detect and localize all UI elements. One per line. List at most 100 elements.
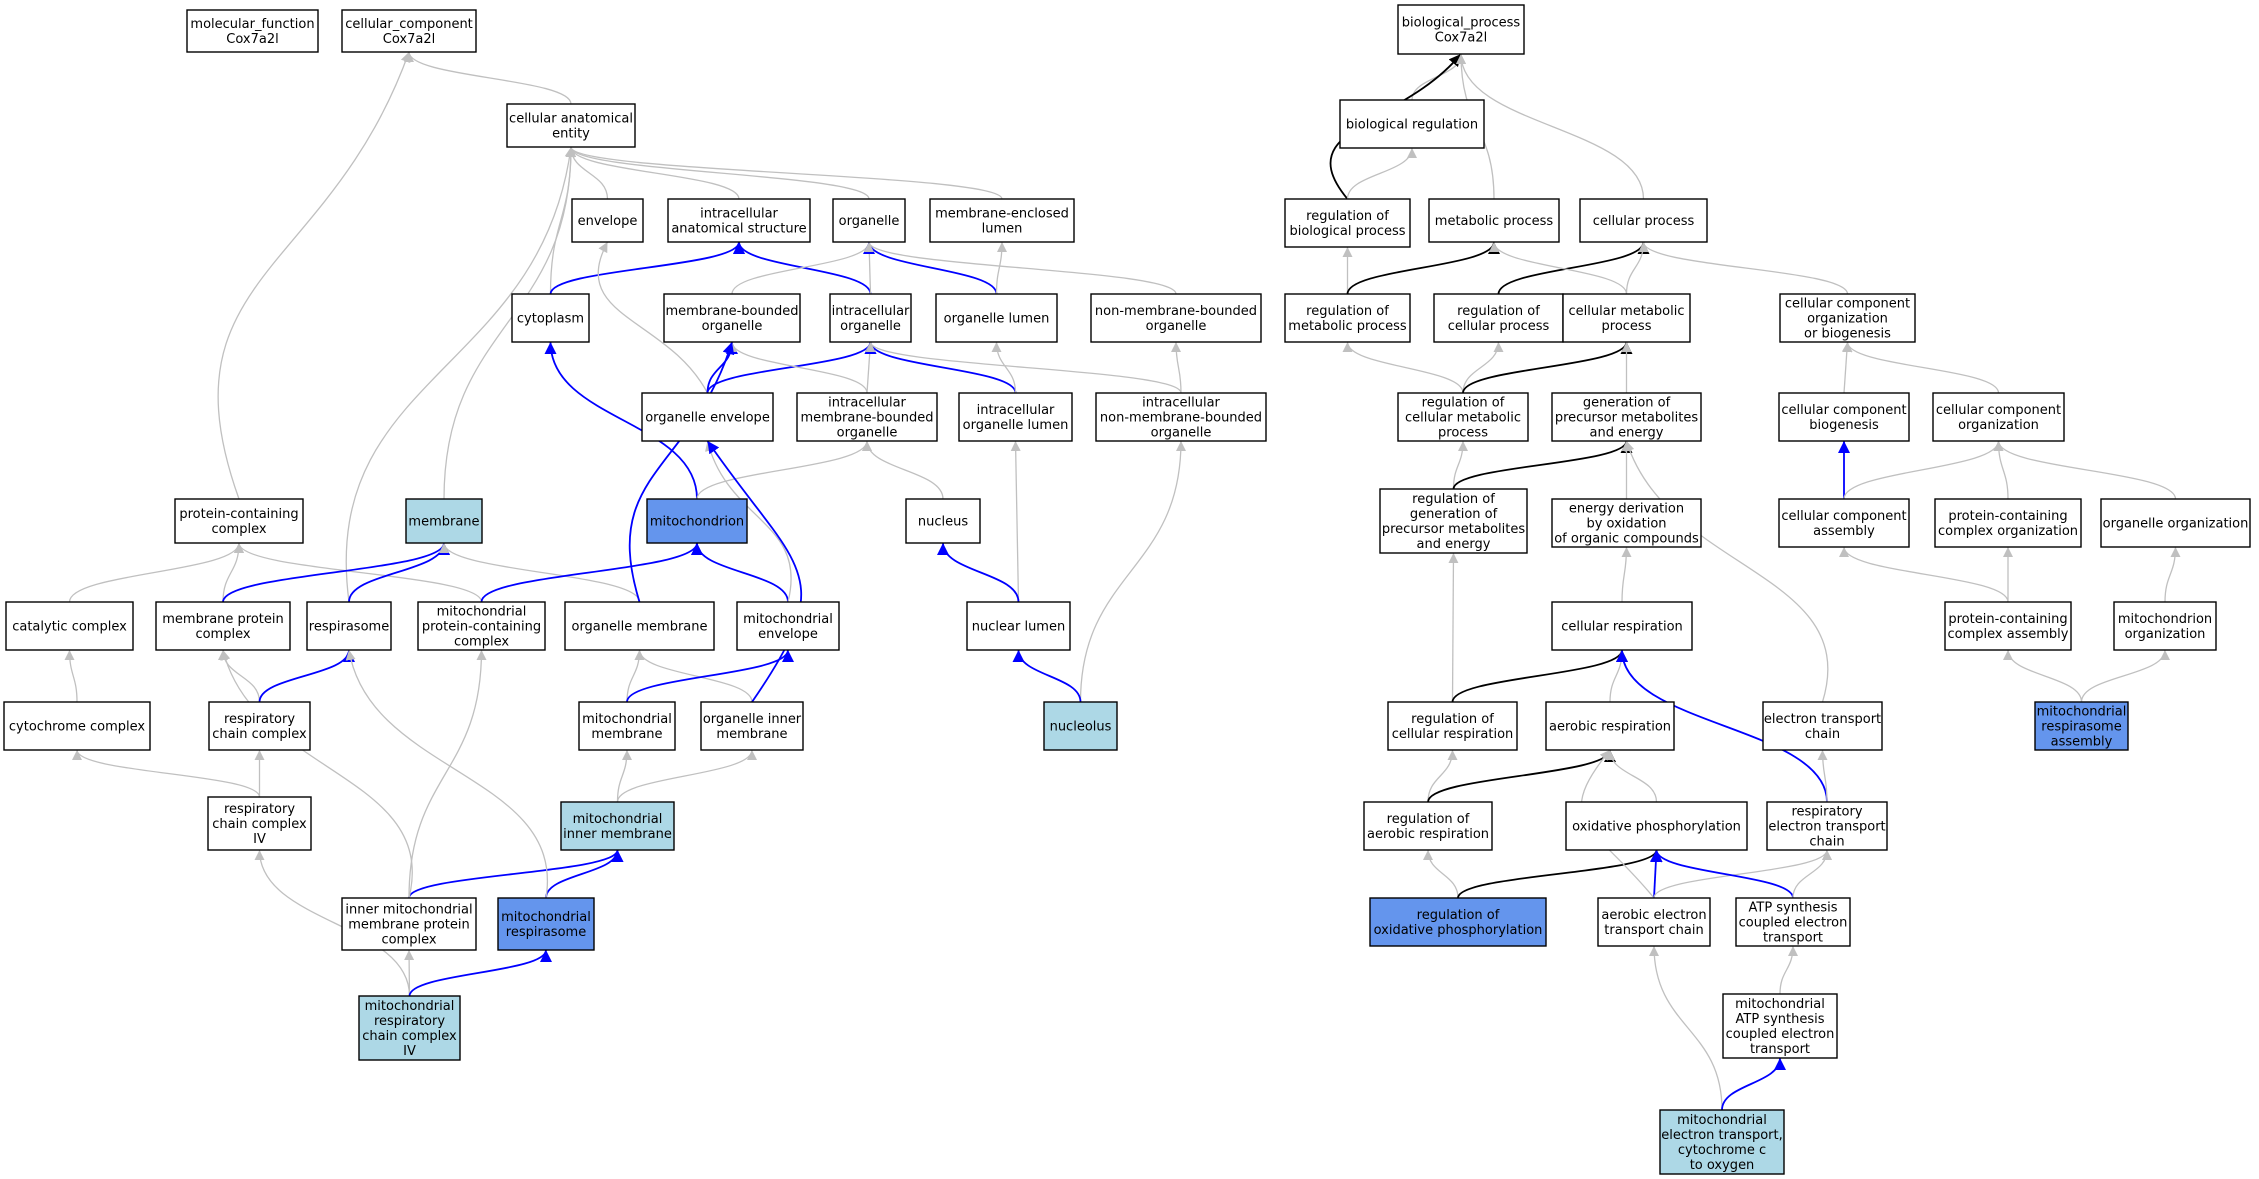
node-aerobic-respiration[interactable]: aerobic respiration xyxy=(1545,701,1675,751)
edge-is-a-mitochondrial-respiratory-chain-complex-iv-to-respiratory-chain-complex-iv xyxy=(254,849,411,997)
edge-is-a-intracellular-anatomical-structure-to-cellular-anatomical-entity xyxy=(566,146,740,200)
edge-is-a-oxidative-phosphorylation-to-aerobic-respiration xyxy=(1605,749,1658,803)
node-cellular-process[interactable]: cellular process xyxy=(1579,198,1708,243)
node-label-line: mitochondrial xyxy=(2037,705,2127,720)
node-label-line: transport chain xyxy=(1604,923,1703,938)
node-label-line: aerobic respiration xyxy=(1549,720,1671,735)
node-organelle-lumen[interactable]: organelle lumen xyxy=(935,293,1058,343)
node-organelle-envelope[interactable]: organelle envelope xyxy=(641,392,774,442)
node-label-line: non-membrane-bounded xyxy=(1095,304,1257,319)
node-cellular-respiration[interactable]: cellular respiration xyxy=(1551,601,1693,651)
node-label-line: regulation of xyxy=(1306,304,1389,319)
edge-regulates-regulation-of-oxidative-phosphorylation-to-oxidative-phosphorylation xyxy=(1457,849,1663,899)
node-label-line: regulation of xyxy=(1411,712,1494,727)
node-box xyxy=(174,498,304,544)
node-nuclear-lumen[interactable]: nuclear lumen xyxy=(966,601,1071,651)
node-box xyxy=(1433,293,1564,343)
node-organelle-organization[interactable]: organelle organization xyxy=(2100,498,2251,548)
node-envelope[interactable]: envelope xyxy=(571,198,644,243)
edge-is-a-membrane-to-cellular-anatomical-entity xyxy=(443,146,576,500)
edge-is-a-nuclear-lumen-to-intracellular-organelle-lumen xyxy=(1010,440,1021,603)
node-box xyxy=(1090,293,1262,343)
node-respirasome[interactable]: respirasome xyxy=(306,601,392,651)
node-box xyxy=(1339,99,1485,149)
edge-is-a-inner-mitochondrial-membrane-protein-complex-to-mitochondrial-protein-containing-complex xyxy=(408,649,487,899)
node-oxidative-phosphorylation[interactable]: oxidative phosphorylation xyxy=(1565,801,1748,851)
node-box xyxy=(1944,601,2072,651)
node-box xyxy=(1387,701,1518,751)
node-box xyxy=(663,293,801,343)
node-intracellular-non-membrane-bounded-organelle[interactable]: intracellularnon-membrane-boundedorganel… xyxy=(1095,392,1267,442)
node-label-line: organelle lumen xyxy=(944,312,1050,327)
node-membrane[interactable]: membrane xyxy=(405,498,483,544)
node-label-line: cellular process xyxy=(1448,319,1550,334)
node-cytochrome-complex[interactable]: cytochrome complex xyxy=(3,701,151,751)
node-nucleus[interactable]: nucleus xyxy=(905,498,981,544)
edge-is-a-mitochondrial-respirasome-to-respirasome xyxy=(345,649,549,899)
edge-part-of-mitochondrial-membrane-to-mitochondrial-envelope xyxy=(626,649,794,703)
node-organelle-membrane[interactable]: organelle membrane xyxy=(564,601,715,651)
node-cytoplasm[interactable]: cytoplasm xyxy=(511,293,590,343)
edge-is-a-cytochrome-complex-to-catalytic-complex xyxy=(64,649,78,703)
node-label-line: IV xyxy=(253,832,266,847)
node-organelle[interactable]: organelle xyxy=(832,198,906,243)
node-nucleolus[interactable]: nucleolus xyxy=(1043,701,1118,751)
edge-is-a-nucleolus-to-intracellular-non-membrane-bounded-organelle xyxy=(1079,440,1186,703)
node-mitochondrion[interactable]: mitochondrion xyxy=(646,498,748,544)
node-label-line: electron transport xyxy=(1768,820,1885,835)
node-biological-regulation[interactable]: biological regulation xyxy=(1339,99,1485,149)
node-label-line: cellular respiration xyxy=(1561,620,1683,635)
node-metabolic-process[interactable]: metabolic process xyxy=(1428,198,1560,243)
node-label-line: respiratory xyxy=(224,712,295,727)
node-catalytic-complex[interactable]: catalytic complex xyxy=(5,601,134,651)
